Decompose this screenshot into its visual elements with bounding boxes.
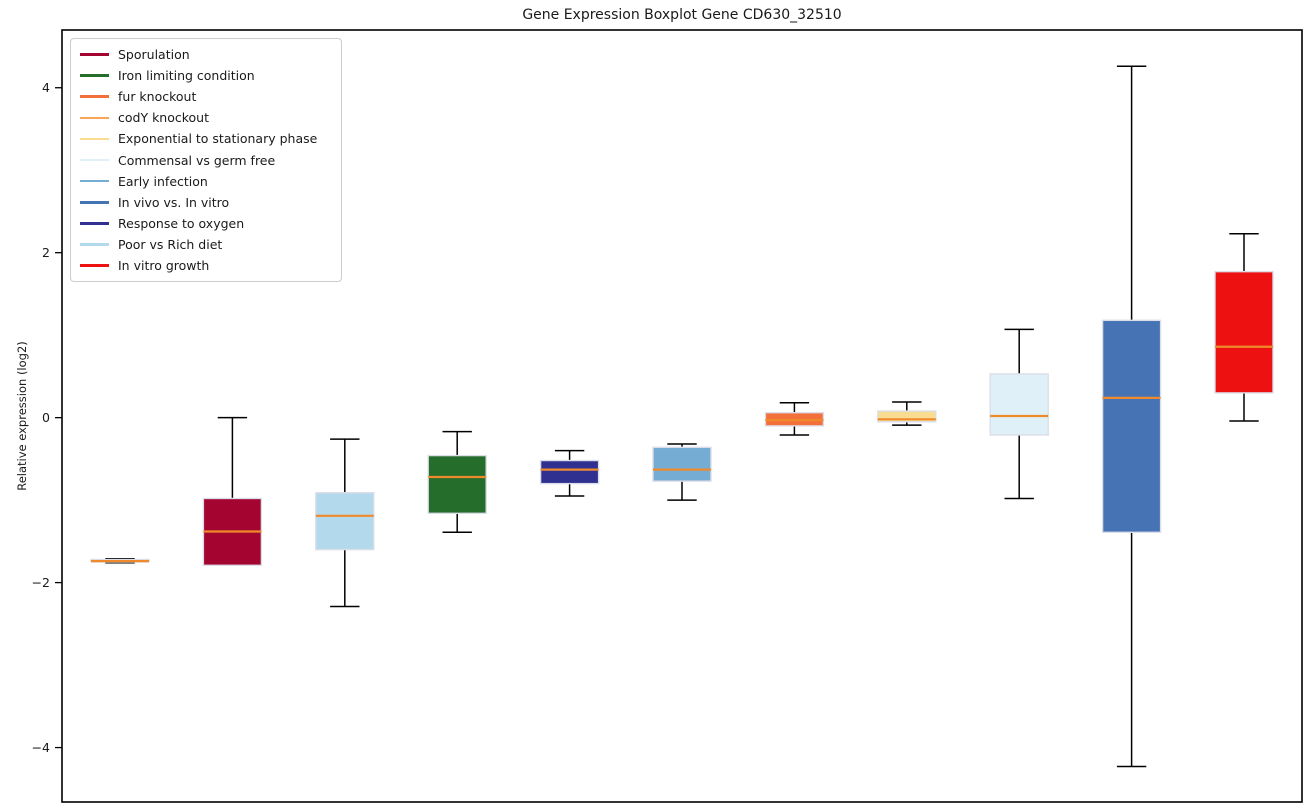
legend-swatch-line — [80, 74, 109, 77]
iqr-box — [652, 446, 712, 482]
y-tick-label: 2 — [42, 245, 50, 260]
boxplot-group-early-infection — [652, 443, 712, 501]
plot-border — [61, 29, 1303, 803]
legend-label: Iron limiting condition — [118, 68, 255, 84]
legend-label: In vivo vs. In vitro — [118, 194, 230, 210]
boxplot-group-poor-vs-rich-diet — [315, 438, 375, 608]
boxplot-group-commensal-vs-germ-free — [989, 328, 1049, 500]
legend-swatch-line — [80, 137, 109, 141]
y-tick-label: −2 — [32, 575, 50, 590]
boxplot-group-in-vivo-vs-in-vitro — [1101, 65, 1162, 768]
legend-swatch-line — [80, 264, 109, 267]
boxplot-group-exponential-to-stationary-phase — [877, 401, 937, 426]
boxplot-group-fur-knockout — [764, 402, 825, 436]
chart-title: Gene Expression Boxplot Gene CD630_32510 — [522, 7, 842, 23]
legend-swatch-line — [80, 116, 109, 120]
legend-swatch-line — [80, 222, 109, 225]
legend-item: Commensal vs germ free — [80, 149, 332, 170]
iqr-box — [427, 454, 487, 515]
boxplot-group-iron-limiting-condition — [427, 430, 487, 534]
legend-item: In vitro growth — [80, 255, 332, 276]
y-tick-label: 4 — [42, 80, 50, 95]
legend-label: Sporulation — [118, 47, 190, 63]
legend-item: Exponential to stationary phase — [80, 128, 332, 149]
legend-label: Early infection — [118, 173, 208, 189]
legend-label: Commensal vs germ free — [118, 152, 276, 168]
legend-label: Poor vs Rich diet — [118, 236, 223, 252]
legend-item: Iron limiting condition — [80, 65, 332, 86]
iqr-box — [1101, 319, 1162, 533]
boxplot-group-sporulation — [202, 416, 263, 567]
legend-label: codY knockout — [118, 110, 210, 126]
legend-item: Poor vs Rich diet — [80, 234, 332, 255]
boxplot-group-response-to-oxygen — [539, 449, 600, 497]
boxplot-group-in-vitro-growth — [1214, 232, 1274, 422]
iqr-box — [539, 459, 600, 485]
legend-swatch-line — [80, 53, 109, 56]
legend-swatch-line — [80, 158, 109, 162]
legend-item: Sporulation — [80, 44, 332, 65]
iqr-box — [989, 373, 1049, 436]
legend-swatch-line — [80, 243, 109, 246]
iqr-box — [877, 410, 937, 423]
legend-label: In vitro growth — [118, 257, 210, 273]
legend-item: fur knockout — [80, 86, 332, 107]
y-tick-label: 0 — [42, 410, 50, 425]
iqr-box — [315, 492, 375, 551]
legend-item: In vivo vs. In vitro — [80, 192, 332, 213]
legend-item: Early infection — [80, 171, 332, 192]
legend-label: fur knockout — [118, 89, 197, 105]
legend-swatch-line — [80, 200, 109, 204]
legend-swatch-line — [80, 179, 109, 183]
iqr-box — [1214, 270, 1274, 394]
legend-item: Response to oxygen — [80, 213, 332, 234]
legend-item: codY knockout — [80, 107, 332, 128]
boxplot-group-cody-knockout — [90, 557, 150, 564]
legend-label: Response to oxygen — [118, 215, 245, 231]
legend-swatch-line — [80, 95, 109, 99]
legend-label: Exponential to stationary phase — [118, 131, 318, 147]
y-tick-label: −4 — [32, 740, 50, 755]
